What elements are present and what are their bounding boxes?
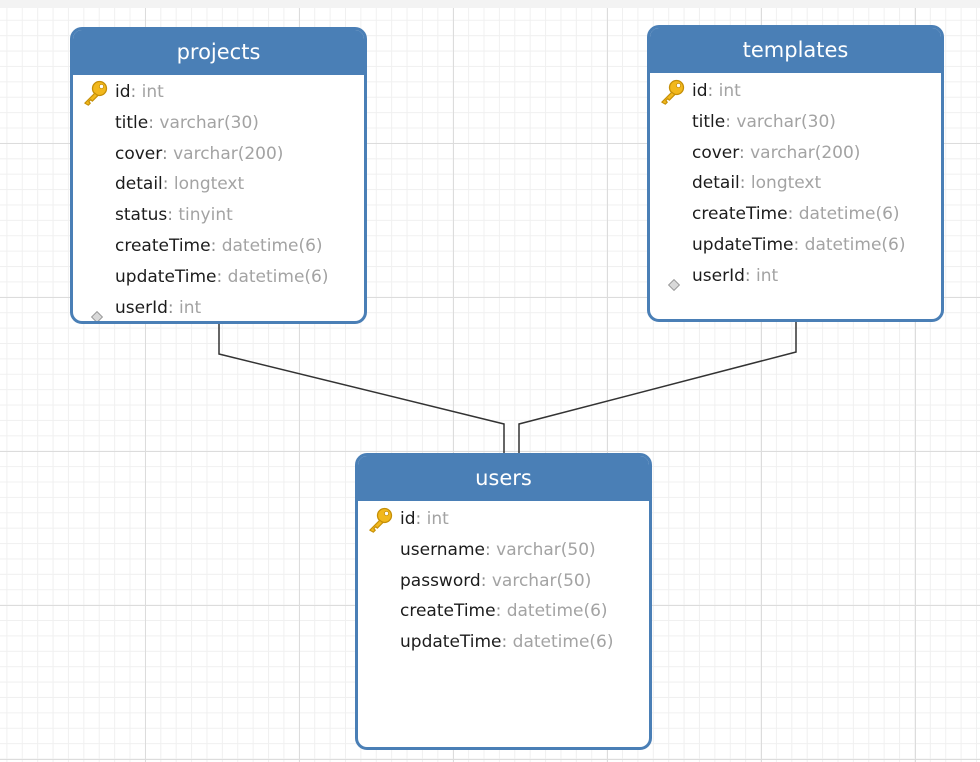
field-row[interactable]: updateTime: datetime(6): [650, 230, 941, 261]
field-separator: :: [744, 265, 757, 286]
field-name: id: [692, 81, 708, 101]
field-separator: :: [495, 601, 507, 622]
field-separator: :: [148, 112, 160, 133]
field-separator: :: [485, 539, 497, 560]
field-name: status: [115, 205, 168, 226]
field-type: varchar(50): [496, 539, 596, 560]
relationship-line-templates-users[interactable]: [518, 322, 797, 455]
field-name: username: [400, 539, 485, 560]
field-separator: :: [725, 111, 737, 132]
field-name: createTime: [692, 204, 788, 225]
foreign-key-icon: [667, 271, 681, 291]
field-separator: :: [415, 509, 427, 529]
field-row[interactable]: title: varchar(30): [650, 107, 941, 138]
field-row[interactable]: cover: varchar(200): [73, 139, 364, 170]
foreign-key-icon: [90, 303, 104, 321]
field-separator: :: [793, 234, 805, 255]
field-row[interactable]: updateTime: datetime(6): [73, 262, 364, 293]
entity-title[interactable]: templates: [650, 28, 941, 73]
field-name: createTime: [115, 235, 211, 256]
field-separator: :: [707, 81, 719, 101]
field-row[interactable]: status: tinyint: [73, 200, 364, 231]
field-separator: :: [739, 173, 751, 194]
primary-key-icon: [659, 79, 687, 105]
field-row[interactable]: username: varchar(50): [358, 535, 649, 566]
primary-key-icon: [367, 507, 395, 533]
field-name: userId: [115, 297, 168, 318]
field-separator: :: [161, 143, 174, 164]
field-type: datetime(6): [506, 601, 608, 622]
field-type: datetime(6): [227, 266, 329, 287]
field-type: int: [141, 82, 164, 102]
field-separator: :: [167, 205, 179, 226]
field-row[interactable]: createTime: datetime(6): [358, 596, 649, 627]
field-row[interactable]: password: varchar(50): [358, 566, 649, 597]
field-type: tinyint: [178, 205, 233, 226]
top-strip: [0, 0, 980, 8]
field-name: userId: [692, 265, 745, 286]
field-type: varchar(30): [736, 111, 836, 132]
field-type: datetime(6): [798, 204, 900, 225]
field-separator: :: [787, 204, 799, 225]
field-row[interactable]: createTime: datetime(6): [73, 231, 364, 262]
field-name: updateTime: [115, 266, 217, 287]
field-row[interactable]: id: int: [358, 504, 649, 535]
primary-key-icon: [82, 80, 110, 106]
entity-title[interactable]: projects: [73, 30, 364, 75]
field-type: longtext: [750, 173, 822, 194]
field-type: varchar(200): [750, 142, 861, 163]
field-type: int: [756, 265, 779, 286]
field-type: int: [718, 81, 741, 101]
field-separator: :: [130, 82, 142, 102]
field-type: int: [426, 509, 449, 529]
field-type: datetime(6): [221, 235, 323, 256]
field-name: password: [400, 570, 481, 591]
field-type: int: [179, 297, 202, 318]
field-name: detail: [115, 174, 163, 195]
field-separator: :: [167, 297, 180, 318]
field-type: longtext: [173, 174, 245, 195]
field-row[interactable]: cover: varchar(200): [650, 138, 941, 169]
field-separator: :: [210, 235, 222, 256]
field-separator: :: [480, 570, 492, 591]
field-name: createTime: [400, 601, 496, 622]
field-row[interactable]: userId: int: [650, 261, 941, 292]
field-name: cover: [115, 143, 162, 164]
field-name: id: [115, 82, 131, 102]
field-name: updateTime: [692, 234, 794, 255]
field-row[interactable]: userId: int: [73, 293, 364, 321]
relationship-line-projects-users[interactable]: [218, 324, 505, 455]
field-name: updateTime: [400, 632, 502, 653]
field-type: datetime(6): [804, 234, 906, 255]
entity-title[interactable]: users: [358, 456, 649, 501]
field-separator: :: [162, 174, 174, 195]
field-row[interactable]: title: varchar(30): [73, 108, 364, 139]
field-separator: :: [738, 142, 751, 163]
field-type: datetime(6): [512, 632, 614, 653]
field-separator: :: [216, 266, 228, 287]
field-name: title: [115, 112, 149, 133]
field-row[interactable]: detail: longtext: [73, 169, 364, 200]
field-type: varchar(200): [173, 143, 284, 164]
field-name: id: [400, 509, 416, 529]
field-name: cover: [692, 142, 739, 163]
field-row[interactable]: id: int: [650, 76, 941, 107]
field-name: detail: [692, 173, 740, 194]
field-row[interactable]: createTime: datetime(6): [650, 199, 941, 230]
field-row[interactable]: detail: longtext: [650, 168, 941, 199]
field-row[interactable]: updateTime: datetime(6): [358, 627, 649, 658]
field-row[interactable]: id: int: [73, 77, 364, 108]
field-type: varchar(30): [159, 112, 259, 133]
field-separator: :: [501, 632, 513, 653]
field-name: title: [692, 111, 726, 132]
field-type: varchar(50): [491, 570, 592, 591]
